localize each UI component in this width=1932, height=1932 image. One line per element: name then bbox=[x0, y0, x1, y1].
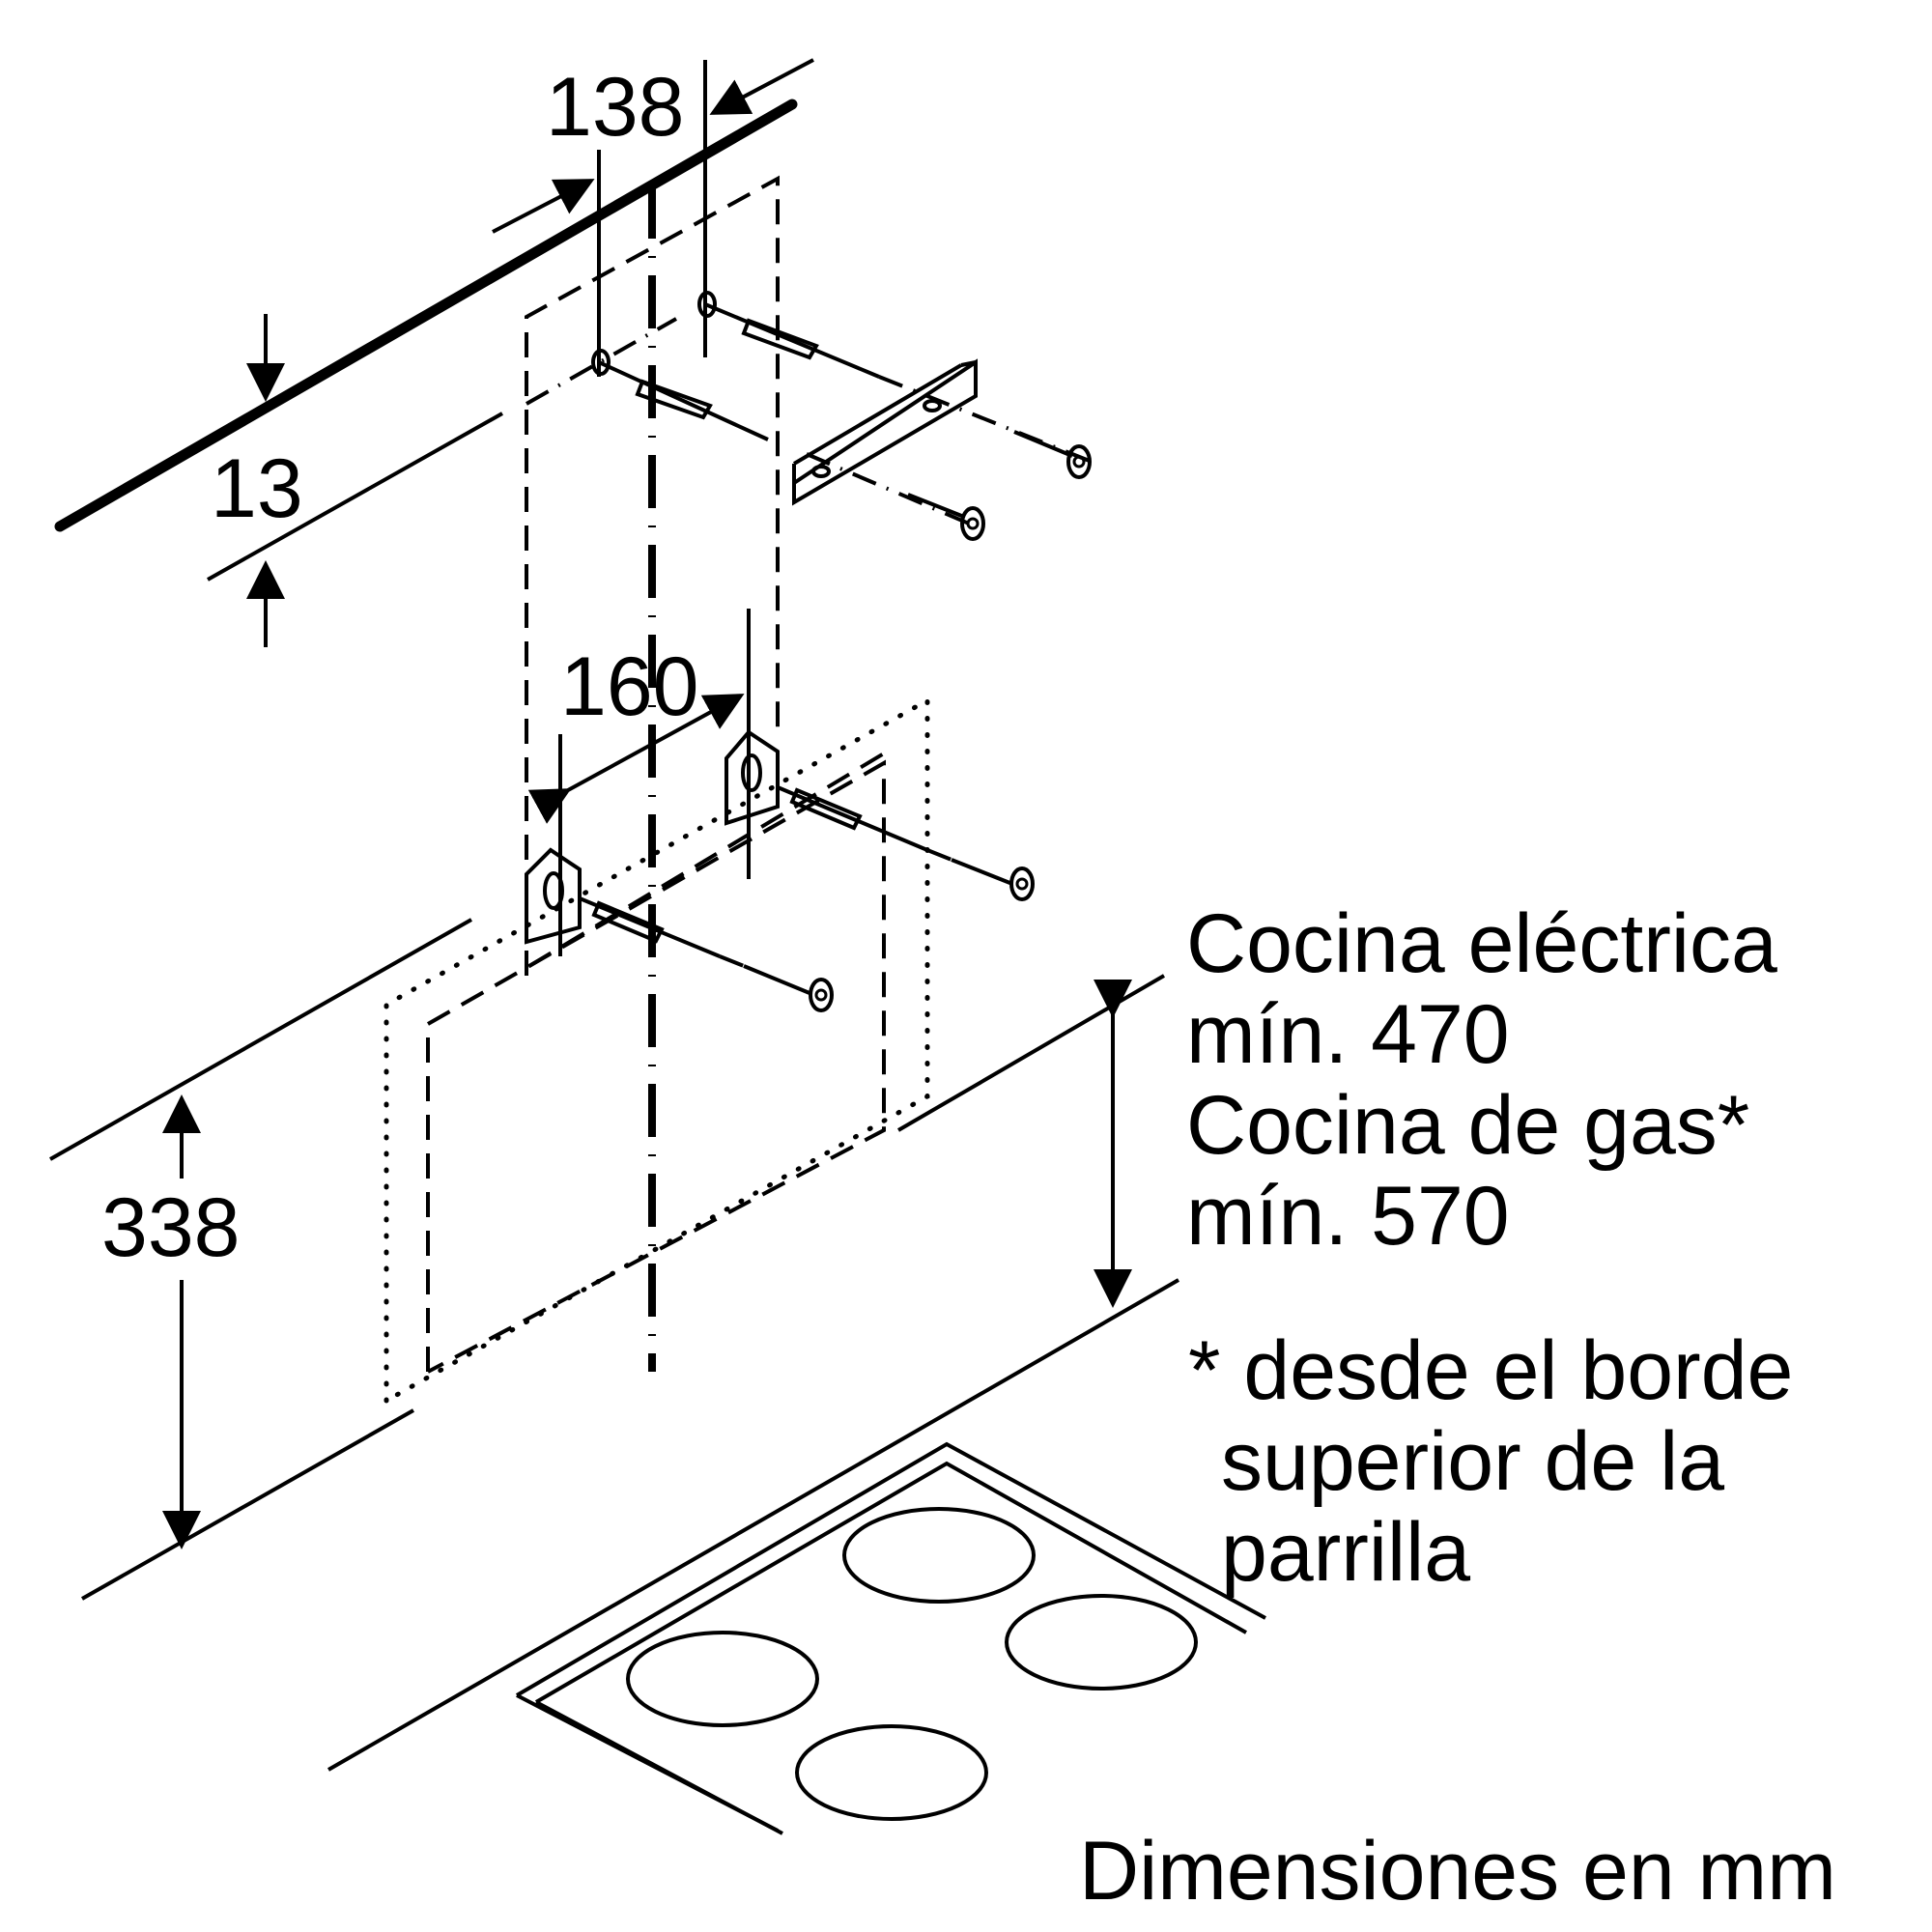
footnote-line-1: * desde el borde bbox=[1188, 1324, 1794, 1417]
wall-base-line bbox=[81, 1408, 414, 1601]
gas-stove-min: mín. 570 bbox=[1186, 1170, 1510, 1263]
upper-dowel-left bbox=[591, 349, 769, 441]
hob-reference-line bbox=[327, 1278, 1179, 1772]
dim-138-arrow-right bbox=[709, 58, 814, 115]
hood-bottom-line bbox=[896, 974, 1166, 1132]
screw-axis-upper-1 bbox=[878, 375, 1093, 464]
wall-reference-line-upper bbox=[207, 412, 503, 582]
hood-body-dashed bbox=[426, 759, 886, 1374]
lower-dowel-right bbox=[777, 785, 928, 852]
burner-front bbox=[795, 1724, 988, 1821]
lower-bracket-right bbox=[724, 729, 780, 826]
dim-338-label: 338 bbox=[101, 1181, 241, 1274]
burner-back bbox=[842, 1507, 1036, 1604]
electric-stove-min: mín. 470 bbox=[1186, 988, 1510, 1081]
wall-reference-line-338 bbox=[49, 918, 472, 1161]
electric-stove-label: Cocina eléctrica bbox=[1186, 897, 1777, 990]
screw-lower-2 bbox=[719, 954, 834, 1012]
footnote-line-3: parrilla bbox=[1221, 1506, 1471, 1599]
dim-13-label: 13 bbox=[211, 442, 303, 535]
dim-160-label: 160 bbox=[560, 640, 699, 733]
dim-138-arrow-left bbox=[492, 179, 595, 234]
footnote-line-2: superior de la bbox=[1221, 1415, 1725, 1508]
upper-wall-bracket bbox=[792, 358, 978, 506]
gas-stove-label: Cocina de gas* bbox=[1186, 1079, 1750, 1172]
lower-bracket-left bbox=[525, 847, 582, 945]
ceiling-edge-line bbox=[54, 99, 798, 532]
hood-inner-line bbox=[527, 752, 886, 968]
screw-upper-1 bbox=[1013, 430, 1092, 479]
screw-upper-2 bbox=[907, 493, 985, 541]
upper-dowel-right bbox=[697, 291, 880, 379]
cooktop bbox=[515, 1441, 1266, 1835]
dim-138-label: 138 bbox=[546, 61, 685, 154]
burner-left bbox=[626, 1631, 819, 1727]
units-note: Dimensiones en mm bbox=[1079, 1825, 1836, 1918]
chimney-outline bbox=[525, 175, 780, 976]
hood-body-dotted bbox=[384, 696, 930, 1404]
lower-dowel-left bbox=[579, 896, 721, 958]
screw-axis-upper-2 bbox=[806, 452, 977, 528]
screw-lower-1 bbox=[926, 848, 1035, 901]
burner-right bbox=[1005, 1594, 1198, 1690]
footnote: * desde el borde superior de la parrilla bbox=[1188, 1325, 1793, 1599]
stove-distance-note: Cocina eléctrica mín. 470 Cocina de gas*… bbox=[1186, 898, 1777, 1262]
